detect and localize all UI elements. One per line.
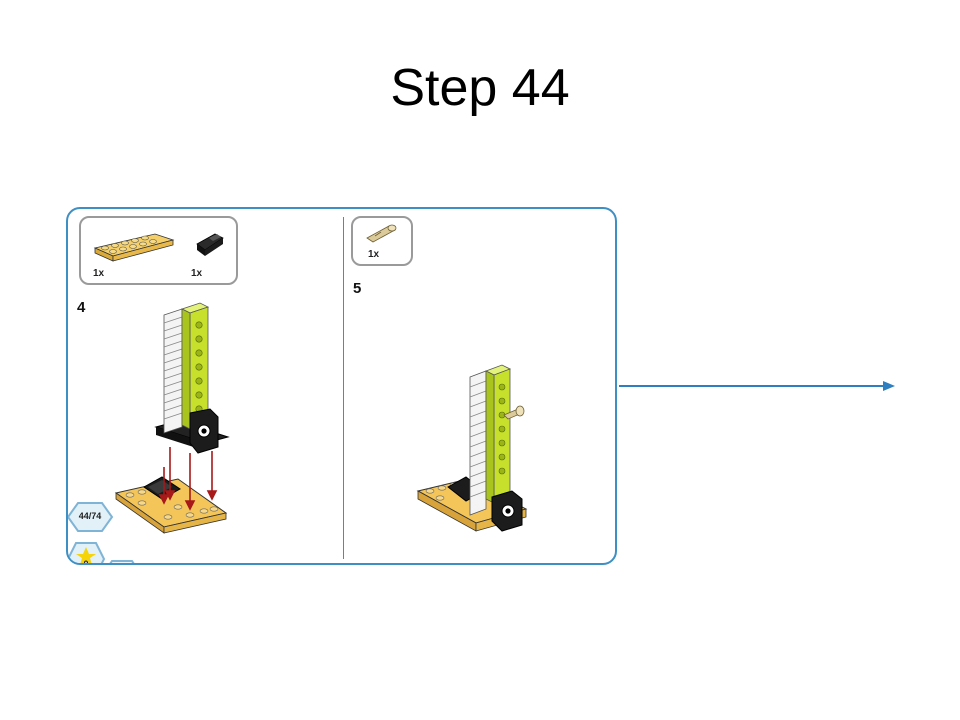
yellow-plate-icon <box>93 233 175 262</box>
axle-pin-icon <box>366 224 397 243</box>
part-qty-yellow-plate: 1x <box>93 268 105 279</box>
part-qty-black-slope: 1x <box>191 268 203 279</box>
star-icon <box>76 547 96 563</box>
part-qty-axle-pin: 1x <box>368 249 380 260</box>
instruction-panel: 1x 1x 4 <box>66 207 617 565</box>
step-divider <box>343 217 344 559</box>
arrow-right-icon <box>883 381 895 391</box>
parts-box-step-4: 1x 1x <box>79 216 238 285</box>
assembly-illustration-step-4 <box>114 302 230 534</box>
slide-title: Step 44 <box>390 59 570 117</box>
step-number-left: 4 <box>77 299 86 316</box>
star-count-badge <box>68 542 106 563</box>
next-step-arrow-line <box>619 385 887 387</box>
black-slope-icon <box>196 233 224 256</box>
parts-box-step-5: 1x <box>351 216 413 266</box>
extra-hex-badge <box>109 560 135 563</box>
page-progress-badge <box>68 502 114 532</box>
step-number-right: 5 <box>353 280 362 297</box>
assembly-illustration-step-5 <box>416 364 528 532</box>
star-count-text: 0 <box>83 559 89 565</box>
page-progress-text: 44/74 <box>78 511 102 521</box>
parts-illustration <box>93 233 224 262</box>
